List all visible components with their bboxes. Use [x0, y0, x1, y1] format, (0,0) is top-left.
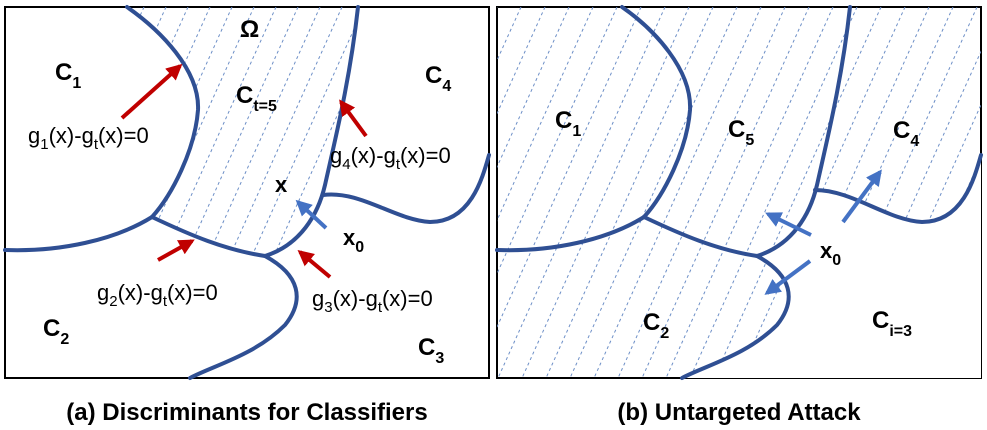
class-c3-label: C3: [418, 334, 444, 367]
panel-a-frame: [4, 6, 490, 379]
class-c2-label: C2: [43, 315, 69, 348]
class-b-c4-label: C4: [893, 117, 919, 150]
hatch-line: [373, 7, 540, 378]
panel-a: Ω C1 Ct=5 C4 C2 C3 g1(x)-gt(x)=0 g2(x)-g…: [3, 5, 562, 426]
equation-g1: g1(x)-gt(x)=0: [28, 123, 149, 153]
omega-label: Ω: [240, 16, 259, 43]
source-class-region: [682, 155, 981, 378]
x0-label-a: x0: [343, 225, 364, 256]
hatch-line: [127, 7, 233, 256]
hatch-line: [497, 7, 498, 9]
boundary-c2-c3: [188, 254, 299, 380]
arrow-g4: [339, 99, 368, 138]
boundary-b-source: [755, 5, 852, 258]
hatch-line: [545, 7, 714, 378]
hatch-line: [152, 7, 321, 256]
arrow-g3: [297, 249, 332, 279]
class-b-ci-label: Ci=3: [872, 307, 912, 340]
class-b-c1-label: C1: [555, 107, 581, 140]
hatch-line: [833, 50, 981, 378]
class-c1-label: C1: [55, 59, 81, 92]
caption-b: (b) Untargeted Attack: [617, 399, 861, 426]
boundary-c4-lower: [321, 153, 491, 224]
hatch-line: [737, 7, 906, 378]
hatch-line: [130, 7, 299, 256]
hatch-line: [328, 7, 358, 256]
hatch-line: [497, 7, 618, 275]
hatch-line: [127, 7, 167, 256]
hatch-line: [593, 7, 762, 378]
equation-g3: g3(x)-gt(x)=0: [312, 286, 433, 316]
class-c4-label: C4: [425, 62, 451, 95]
hatch-line: [196, 7, 358, 256]
caption-a: (a) Discriminants for Classifiers: [66, 399, 427, 426]
equation-g2: g2(x)-gt(x)=0: [97, 280, 218, 310]
hatch-line: [569, 7, 738, 378]
hatch-line: [127, 7, 255, 256]
x0-label-b: x0: [820, 238, 841, 269]
hatch-line: [127, 7, 277, 256]
attack-arrow-c2: [764, 259, 812, 295]
hatch-line: [497, 7, 666, 378]
class-ct-label: Ct=5: [236, 82, 277, 115]
hatch-line: [689, 7, 858, 378]
boundary-b-c4-lower: [813, 153, 983, 224]
non-source-class-hatching: [497, 7, 981, 378]
hatch-line: [521, 7, 690, 378]
hatch-line: [785, 7, 954, 378]
hatch-line: [665, 7, 834, 378]
hatch-line: [395, 7, 562, 378]
boundary-b-left-horizontal: [495, 215, 646, 253]
boundary-b-c2-c5: [642, 215, 759, 258]
perturbation-arrow: [295, 199, 328, 230]
boundary-g2: [150, 215, 267, 258]
boundary-b-c2-ci: [680, 254, 791, 380]
boundary-left-horizontal: [3, 215, 154, 253]
hatch-line: [761, 7, 930, 378]
hatch-line: [617, 7, 786, 378]
hatch-line: [497, 7, 594, 222]
hatch-line: [809, 7, 978, 378]
arrow-g2: [157, 239, 195, 262]
arrow-g1: [120, 63, 183, 120]
attack-arrow-c5: [765, 212, 812, 237]
hatch-line: [218, 7, 358, 256]
boundary-g3-g4: [263, 5, 360, 258]
equation-g4: g4(x)-gt(x)=0: [330, 143, 451, 173]
boundary-b-c1-c5: [620, 5, 693, 219]
hatch-line: [497, 7, 546, 115]
hatch-line: [641, 7, 810, 378]
attack-arrow-c4: [841, 169, 882, 224]
hatch-line: [497, 7, 642, 329]
class-b-c2-label: C2: [643, 309, 669, 342]
class-b-c5-label: C5: [728, 116, 754, 149]
panel-b: C1 C5 C4 C2 Ci=3 x0 (b) Untargeted Attac…: [495, 5, 983, 426]
hatch-line: [174, 7, 343, 256]
hatch-line: [497, 7, 570, 169]
x-label: x: [275, 172, 288, 197]
boundary-g1: [125, 5, 201, 219]
hatch-line: [713, 7, 882, 378]
